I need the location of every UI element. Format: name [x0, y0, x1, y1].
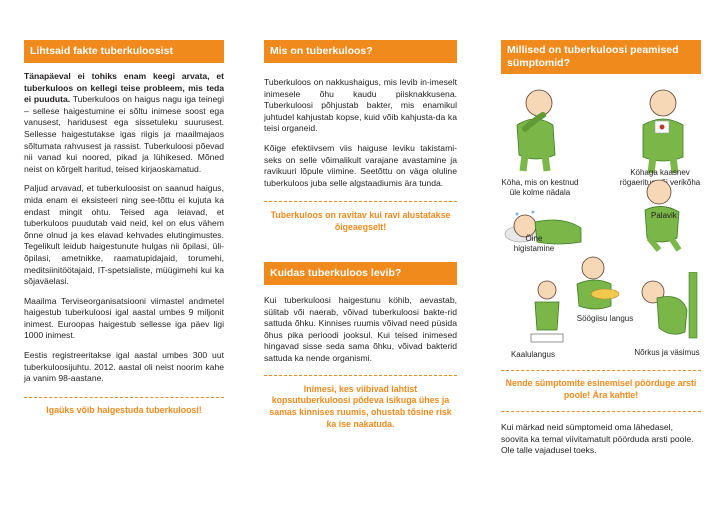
caption-fever: Palavik [651, 211, 677, 220]
dashed-divider [501, 411, 701, 412]
fever-figure-illustration [644, 179, 682, 252]
facts-paragraph-3: Maailma Terviseorganisatsiooni viimastel… [24, 295, 224, 341]
caption-sweat: Öine higistamine [513, 234, 555, 253]
facts-lead-rest: Tuberkuloos on haigus nagu iga teinegi –… [24, 94, 224, 174]
caption-cough: Köha, mis on kestnud üle kolme nädala [501, 178, 579, 197]
weight-loss-figure-illustration [530, 280, 564, 343]
facts-highlight: Igaüks võib haigestuda tuberkuloosi! [46, 404, 202, 415]
dashed-divider [501, 370, 701, 371]
section-heading-spread: Kuidas tuberkuloos levib? [264, 261, 457, 285]
treatable-highlight: Tuberkuloos on ravitav kui ravi alustata… [270, 210, 451, 233]
symptoms-advice-paragraph: Kui märkad neid sümptomeid oma lähedasel… [501, 422, 694, 456]
risk-highlight: Inimesi, kes viibivad lahtist kopsutuber… [269, 383, 452, 429]
section-heading-symptoms: Millised on tuberkuloosi peamised sümpto… [501, 40, 701, 74]
night-sweat-figure-illustration [504, 210, 582, 245]
dashed-divider [264, 201, 457, 203]
facts-lead-bold: Tänapäeval ei tohiks enam keegi arvata, … [24, 71, 224, 105]
what-is-paragraph-2: Kõige efektiivsem viis haiguse leviku ta… [264, 142, 457, 188]
section-heading-facts: Lihtsaid fakte tuberkuloosist [24, 40, 224, 63]
spread-paragraph: Kui tuberkuloosi haigestunu köhib, aevas… [264, 294, 457, 363]
facts-paragraph-1: Tänapäeval ei tohiks enam keegi arvata, … [24, 71, 224, 175]
caption-weight: Kaalulangus [510, 350, 556, 359]
appetite-figure-illustration [576, 256, 620, 310]
section-heading-what-is: Mis on tuberkuloos? [264, 40, 457, 63]
dashed-divider [264, 374, 457, 376]
dashed-divider [24, 396, 224, 398]
column-facts: Lihtsaid fakte tuberkuloosist Tänapäeval… [24, 40, 224, 417]
symptoms-highlight: Nende sümptomite esinemisel pöörduge ars… [505, 378, 697, 400]
facts-paragraph-2: Paljud arvavad, et tuberkuloosist on saa… [24, 183, 224, 287]
column-what-is: Mis on tuberkuloos? Tuberkuloos on nakku… [264, 40, 457, 431]
column-symptoms: Millised on tuberkuloosi peamised sümpto… [501, 40, 701, 480]
coughing-figure-illustration [516, 89, 556, 172]
fatigue-figure-illustration [641, 272, 698, 339]
coughing-blood-figure-illustration [642, 89, 684, 174]
facts-paragraph-4: Eestis registreeritakse igal aastal umbe… [24, 350, 224, 384]
what-is-paragraph-1: Tuberkuloos on nakkushaigus, mis levib i… [264, 77, 457, 134]
caption-fatigue: Nõrkus ja väsimus [634, 348, 700, 357]
caption-appetite: Söögiisu langus [576, 314, 634, 323]
